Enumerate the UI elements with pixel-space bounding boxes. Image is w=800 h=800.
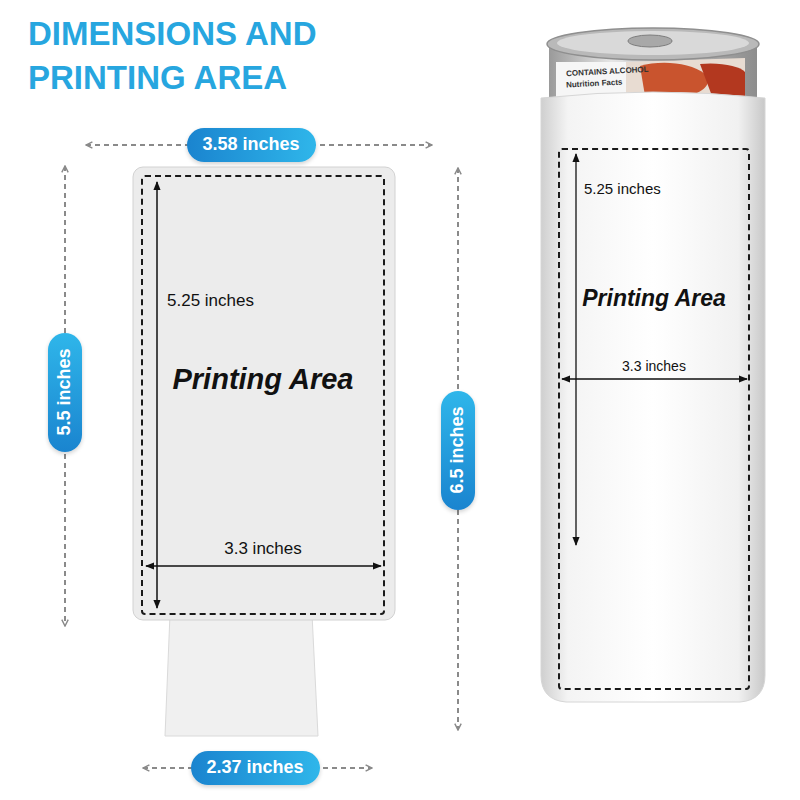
printing-area: 5.25 inchesPrinting Area 3.3 inches <box>141 175 385 615</box>
can-sleeve <box>541 92 765 702</box>
dimension-pill: 6.5 inches <box>441 391 475 510</box>
dimension-label: 3.58 inches <box>202 134 299 156</box>
flat-sleeve <box>133 167 395 736</box>
dimension-label: 5.25 inches <box>167 291 254 311</box>
dimension-label: 5.5 inches <box>54 348 76 435</box>
dimension-pill: 3.58 inches <box>187 128 316 162</box>
area-title: Printing Area <box>579 285 729 311</box>
printing-area: 5.25 inchesPrinting Area 3.3 inches <box>558 148 750 690</box>
height-arrow <box>575 154 576 545</box>
dimension-label: 3.3 inches <box>163 539 363 559</box>
width-arrow <box>146 565 381 567</box>
can-photo <box>541 28 765 702</box>
dimension-label: 6.5 inches <box>447 406 469 493</box>
can-rim <box>547 28 759 60</box>
dimension-label: 5.25 inches <box>584 180 661 197</box>
sleeve-tab <box>165 614 318 736</box>
sleeve-body <box>133 167 395 620</box>
height-arrow <box>156 182 158 608</box>
can-lid <box>557 31 749 55</box>
can-graphic <box>640 63 708 96</box>
page-title: DIMENSIONS AND PRINTING AREA <box>28 12 373 100</box>
width-arrow <box>562 378 747 379</box>
dimension-lines <box>65 145 458 768</box>
can-tab <box>628 35 672 47</box>
dimension-label: 3.3 inches <box>569 358 739 374</box>
dimension-pill: 2.37 inches <box>191 751 320 785</box>
dimension-pill: 5.5 inches <box>48 333 82 452</box>
can-graphic <box>700 63 745 96</box>
dimension-label: 2.37 inches <box>206 757 303 779</box>
area-title: Printing Area <box>165 363 361 396</box>
